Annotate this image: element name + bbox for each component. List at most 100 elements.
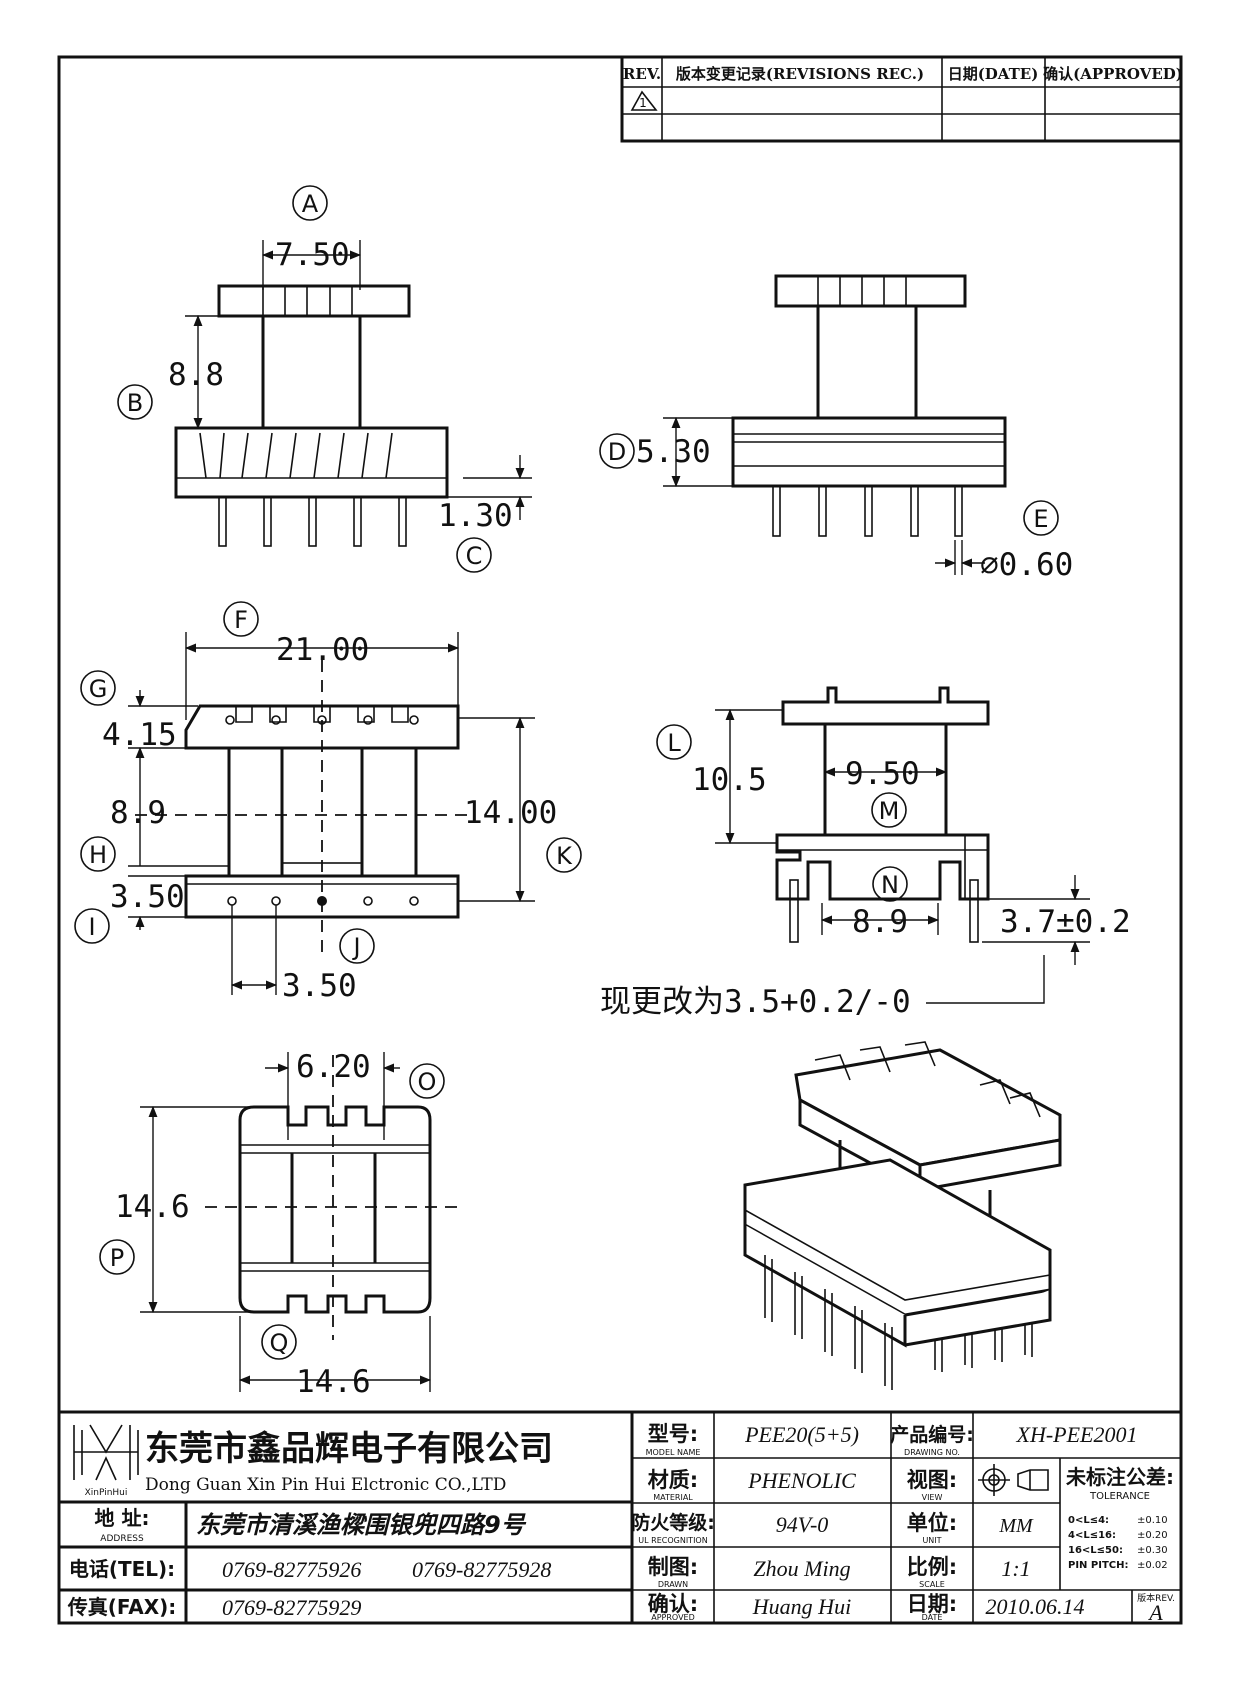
address-label: 地 址: (95, 1506, 150, 1530)
dim-i-value: 3.50 (110, 879, 185, 915)
tolerance-label-en: TOLERANCE (1089, 1491, 1150, 1502)
tolerance-row-2-range: 4<L≤16: (1068, 1530, 1116, 1541)
label-q: Q (270, 1329, 289, 1357)
title-block: XinPinHui 东莞市鑫品辉电子有限公司 Dong Guan Xin Pin… (57, 1410, 1183, 1625)
dim-g-value: 4.15 (102, 717, 177, 753)
label-j: J (351, 933, 360, 961)
flame-label-en: UL RECOGNITION (638, 1536, 707, 1545)
approved-label-en: APPROVED (651, 1613, 695, 1622)
tel-label: 电话(TEL): (69, 1557, 175, 1581)
flame-label: 防火等级: (631, 1511, 715, 1534)
drawn-label-en: DRAWN (658, 1580, 688, 1589)
approved-value: Huang Hui (752, 1594, 851, 1619)
scale-label: 比例: (907, 1555, 957, 1579)
tolerance-row-3-range: 16<L≤50: (1068, 1545, 1123, 1556)
tolerance-label: 未标注公差: (1066, 1465, 1174, 1489)
drawing-no-label: 产品编号: (890, 1423, 974, 1446)
unit-label-en: UNIT (922, 1536, 941, 1545)
label-h: H (89, 841, 107, 869)
dim-d-value: 5.30 (636, 434, 711, 470)
revision-triangle-icon: 1 (630, 90, 658, 111)
dim-q-value: 14.6 (296, 1364, 371, 1400)
version-label: 版本REV. (1137, 1592, 1175, 1604)
label-e: E (1033, 505, 1048, 533)
dim-h-value: 8.9 (110, 795, 166, 831)
material-label-en: MATERIAL (653, 1493, 693, 1502)
end-view (715, 686, 1090, 1004)
view-label: 视图: (907, 1468, 957, 1492)
top-view (128, 632, 535, 995)
material-label: 材质: (648, 1468, 698, 1492)
dim-j-value: 3.50 (282, 968, 357, 1004)
view-label-en: VIEW (922, 1493, 943, 1502)
svg-text:1: 1 (639, 96, 647, 110)
dim-pin-length-value: 3.7±0.2 (1000, 904, 1131, 940)
dim-m-value: 9.50 (845, 756, 920, 792)
address-label-en: ADDRESS (100, 1534, 144, 1544)
tel2-value: 0769-82775928 (412, 1557, 551, 1582)
revision-table: REV. 版本变更记录(REVISIONS REC.) 日期(DATE) 确认(… (620, 55, 1183, 143)
drawing-no-value: XH-PEE2001 (1016, 1422, 1138, 1447)
tolerance-row-3-value: ±0.30 (1137, 1545, 1168, 1556)
label-k: K (556, 842, 573, 870)
revision-record-header: 版本变更记录(REVISIONS REC.) (676, 65, 924, 83)
label-f: F (234, 606, 248, 634)
dim-f-value: 21.00 (276, 632, 369, 668)
sheet-border (57, 55, 1183, 1625)
fax-label: 传真(FAX): (67, 1595, 177, 1619)
flame-value: 94V-0 (776, 1512, 829, 1537)
rev-header: REV. (623, 65, 661, 83)
dim-c-value: 1.30 (438, 498, 513, 534)
material-value: PHENOLIC (747, 1468, 856, 1493)
date-label-en: DATE (922, 1613, 943, 1622)
label-i: I (88, 913, 95, 941)
date-value: 2010.06.14 (986, 1594, 1085, 1619)
dim-l-value: 10.5 (692, 762, 767, 798)
date-label: 日期: (907, 1592, 957, 1616)
tolerance-row-4-value: ±0.02 (1137, 1560, 1168, 1571)
label-p: P (110, 1244, 124, 1272)
unit-label: 单位: (907, 1511, 957, 1535)
label-a: A (302, 190, 319, 218)
tel1-value: 0769-82775926 (222, 1557, 361, 1582)
label-c: C (466, 542, 483, 570)
model-label: 型号: (648, 1422, 698, 1446)
label-g: G (89, 675, 108, 703)
unit-value: MM (998, 1515, 1034, 1537)
dim-k-value: 14.00 (464, 795, 557, 831)
scale-label-en: SCALE (919, 1580, 945, 1589)
side-view (663, 274, 1007, 575)
change-note: 现更改为3.5+0.2/-0 (600, 984, 911, 1020)
isometric-view (743, 1041, 1062, 1390)
company-name-en: Dong Guan Xin Pin Hui Elctronic CO.,LTD (145, 1475, 506, 1495)
model-value: PEE20(5+5) (744, 1422, 859, 1447)
drawing-no-label-en: DRAWING NO. (904, 1448, 960, 1457)
dim-b-value: 8.8 (168, 357, 224, 393)
approved-header: 确认(APPROVED) (1043, 65, 1183, 83)
front-view (174, 240, 532, 547)
dim-n-value: 8.9 (852, 904, 908, 940)
dim-o-value: 6.20 (296, 1049, 371, 1085)
tolerance-row-2-value: ±0.20 (1137, 1530, 1168, 1541)
fax-value: 0769-82775929 (222, 1595, 361, 1620)
company-name-cn: 东莞市鑫品辉电子有限公司 (145, 1429, 553, 1469)
dim-a-value: 7.50 (275, 237, 350, 273)
bottom-view (140, 1052, 465, 1392)
version-value: A (1147, 1600, 1163, 1625)
label-o: O (418, 1068, 437, 1096)
date-header: 日期(DATE) (948, 65, 1039, 83)
scale-value: 1:1 (1001, 1556, 1030, 1581)
tolerance-row-1-value: ±0.10 (1137, 1515, 1168, 1526)
projection-symbol-icon (978, 1464, 1049, 1496)
drawn-value: Zhou Ming (753, 1556, 850, 1581)
label-b: B (127, 389, 143, 417)
svg-text:XinPinHui: XinPinHui (85, 1488, 128, 1498)
label-d: D (608, 438, 626, 466)
label-m: M (879, 797, 900, 825)
dim-p-value: 14.6 (115, 1189, 190, 1225)
approved-label: 确认: (648, 1592, 698, 1616)
address-value: 东莞市清溪渔樑围银兜四路9号 (196, 1511, 527, 1539)
dim-e-value: ⌀0.60 (980, 547, 1073, 583)
company-logo-icon: XinPinHui (73, 1424, 139, 1498)
